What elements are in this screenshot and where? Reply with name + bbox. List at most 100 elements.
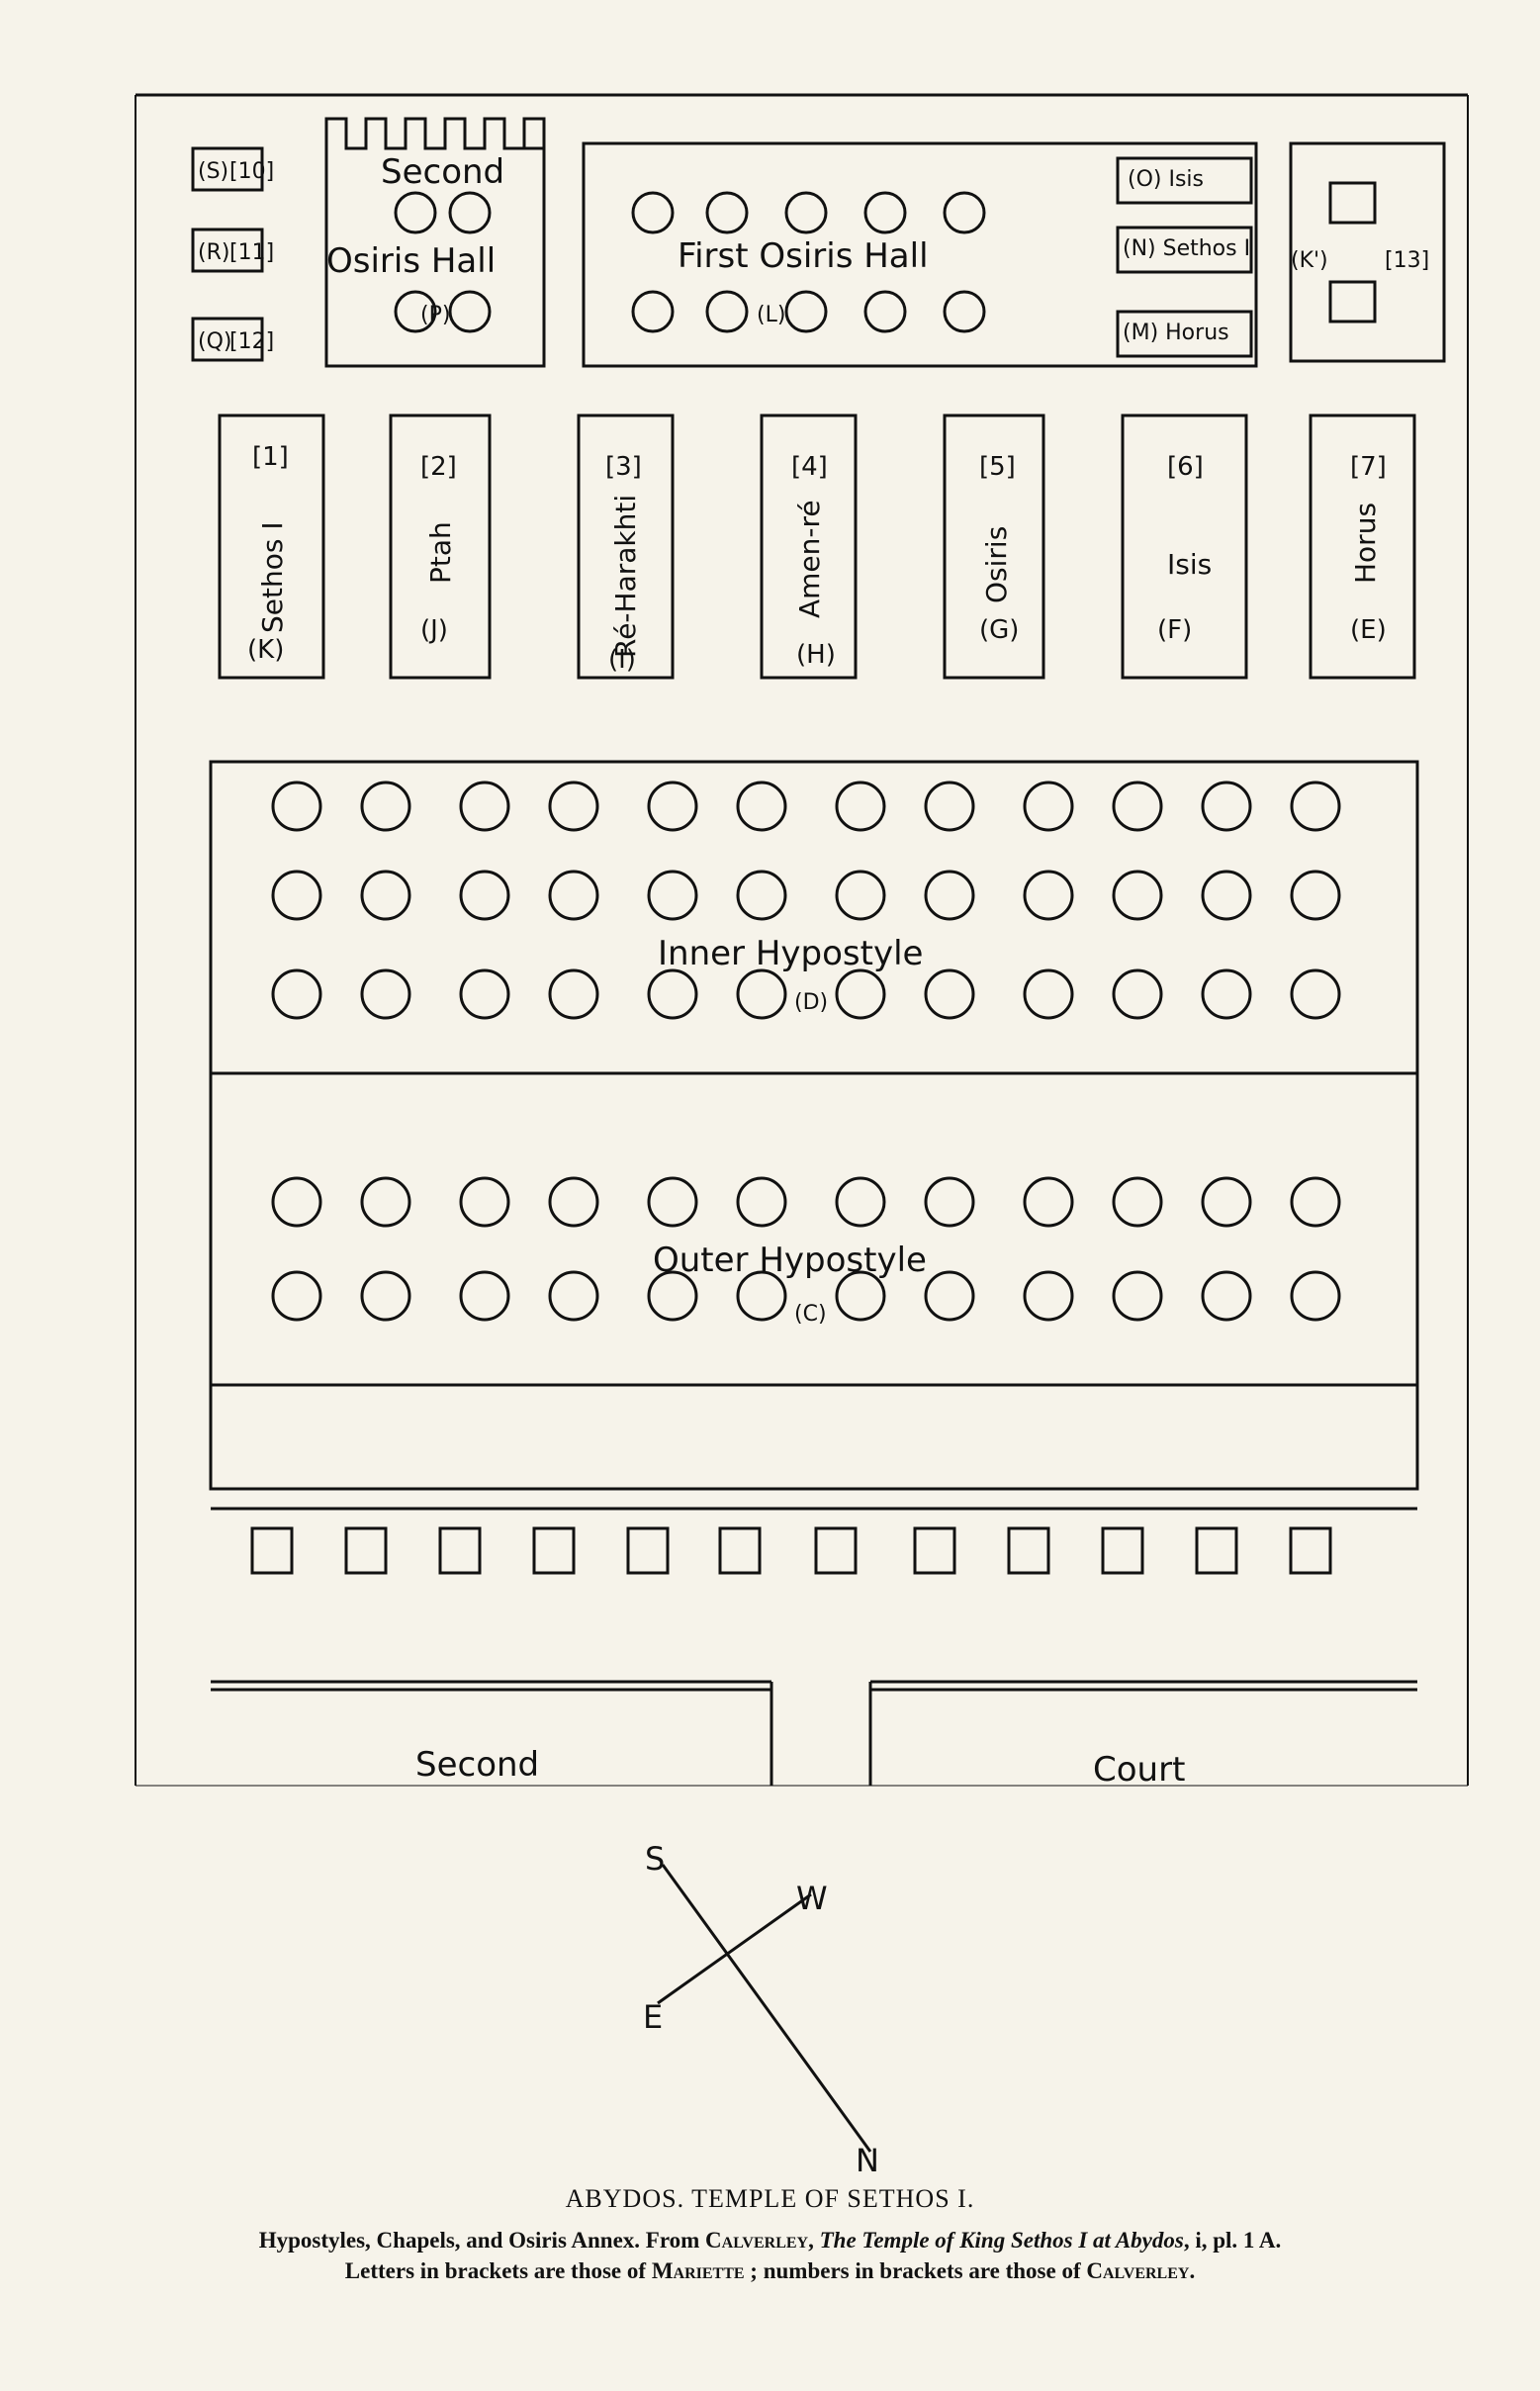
column <box>835 1270 886 1322</box>
column <box>784 191 828 234</box>
column <box>863 290 907 333</box>
column <box>448 191 492 234</box>
compass-e-label: E <box>643 1998 663 2036</box>
column <box>647 1270 698 1322</box>
column <box>647 781 698 832</box>
column <box>360 781 411 832</box>
column <box>631 290 675 333</box>
caption-line-2-b: , <box>808 2228 820 2253</box>
chapel-name-reharakhti: Ré-Harakhti <box>609 495 642 658</box>
room-r-label: (R) <box>198 240 229 265</box>
column <box>394 290 437 333</box>
column <box>1112 1176 1163 1228</box>
column <box>924 1176 975 1228</box>
compass <box>657 1864 872 2153</box>
column <box>736 1176 787 1228</box>
chapel-name-amenre: Amen-ré <box>793 500 826 618</box>
caption-line-3-a: Letters in brackets are those of <box>344 2258 652 2283</box>
chapel-letter-j: (J) <box>420 615 448 645</box>
column <box>647 870 698 921</box>
pier <box>1007 1526 1050 1575</box>
column <box>360 968 411 1020</box>
chapel-num-4: [4] <box>791 452 828 482</box>
pier <box>344 1526 388 1575</box>
chapel-letter-i: (I) <box>608 645 636 675</box>
room-q-label: (Q) <box>198 329 231 354</box>
column <box>360 870 411 921</box>
column <box>736 781 787 832</box>
column <box>459 968 510 1020</box>
column <box>1112 781 1163 832</box>
column <box>459 870 510 921</box>
column <box>647 1176 698 1228</box>
outer-hypostyle-label: Outer Hypostyle <box>653 1241 927 1280</box>
compass-s-label: S <box>645 1840 665 1878</box>
column <box>924 781 975 832</box>
pier <box>250 1526 294 1575</box>
column <box>647 968 698 1020</box>
column <box>1290 1270 1341 1322</box>
column <box>1290 1176 1341 1228</box>
chapel-num-3: [3] <box>605 452 642 482</box>
temple-plan: Second Osiris Hall First Osiris Hall Inn… <box>135 93 1469 2176</box>
column <box>1290 781 1341 832</box>
column <box>1201 870 1252 921</box>
column <box>271 968 322 1020</box>
column <box>448 290 492 333</box>
room-p-label: (P) <box>420 303 450 327</box>
caption-line-3-d: . <box>1189 2258 1196 2283</box>
chapel-name-ptah: Ptah <box>424 521 457 584</box>
pier <box>626 1526 670 1575</box>
chapel-name-isis: Isis <box>1167 548 1212 581</box>
chapel-letter-h: (H) <box>796 640 836 670</box>
chapel-name-osiris: Osiris <box>980 526 1013 603</box>
column <box>459 1270 510 1322</box>
chapel-letter-f: (F) <box>1157 615 1192 645</box>
chapel-letter-g: (G) <box>979 615 1019 645</box>
column <box>1201 1270 1252 1322</box>
caption-calverley: Calverley <box>1086 2258 1190 2283</box>
caption-book-title: The Temple of King Sethos I at Abydos <box>819 2228 1184 2253</box>
column <box>736 1270 787 1322</box>
caption-line-2-a: Hypostyles, Chapels, and Osiris Annex. F… <box>258 2228 706 2253</box>
column <box>548 781 599 832</box>
room-10-label: [10] <box>229 159 274 184</box>
pier <box>1101 1526 1144 1575</box>
column <box>394 191 437 234</box>
column <box>1023 968 1074 1020</box>
column <box>1201 1176 1252 1228</box>
chapel-num-6: [6] <box>1167 452 1204 482</box>
column <box>271 781 322 832</box>
second-court-label-left: Second <box>415 1745 539 1785</box>
room-12-label: [12] <box>229 329 274 354</box>
pier <box>438 1526 482 1575</box>
column <box>1112 870 1163 921</box>
column <box>863 191 907 234</box>
inner-hypostyle-label: Inner Hypostyle <box>658 934 923 973</box>
caption-author: Calverley <box>705 2228 809 2253</box>
second-osiris-hall-label-2: Osiris Hall <box>326 241 496 281</box>
column <box>360 1270 411 1322</box>
room-o-label: (O) Isis <box>1128 167 1204 192</box>
chapel-num-5: [5] <box>979 452 1016 482</box>
caption-line-3-b: ; numbers in brackets are those of <box>744 2258 1087 2283</box>
caption-line-2-c: , i, pl. 1 A. <box>1183 2228 1282 2253</box>
column <box>360 1176 411 1228</box>
column <box>705 191 749 234</box>
column <box>1201 968 1252 1020</box>
column <box>1112 968 1163 1020</box>
compass-n-label: N <box>856 2142 879 2176</box>
column <box>1023 1176 1074 1228</box>
pier <box>1195 1526 1238 1575</box>
column <box>459 781 510 832</box>
column <box>548 1270 599 1322</box>
second-court-label-right: Court <box>1093 1750 1185 1790</box>
column <box>924 870 975 921</box>
column <box>943 290 986 333</box>
column <box>631 191 675 234</box>
column <box>1201 781 1252 832</box>
column <box>1023 781 1074 832</box>
column <box>736 870 787 921</box>
column <box>548 1176 599 1228</box>
room-s-label: (S) <box>198 159 228 184</box>
